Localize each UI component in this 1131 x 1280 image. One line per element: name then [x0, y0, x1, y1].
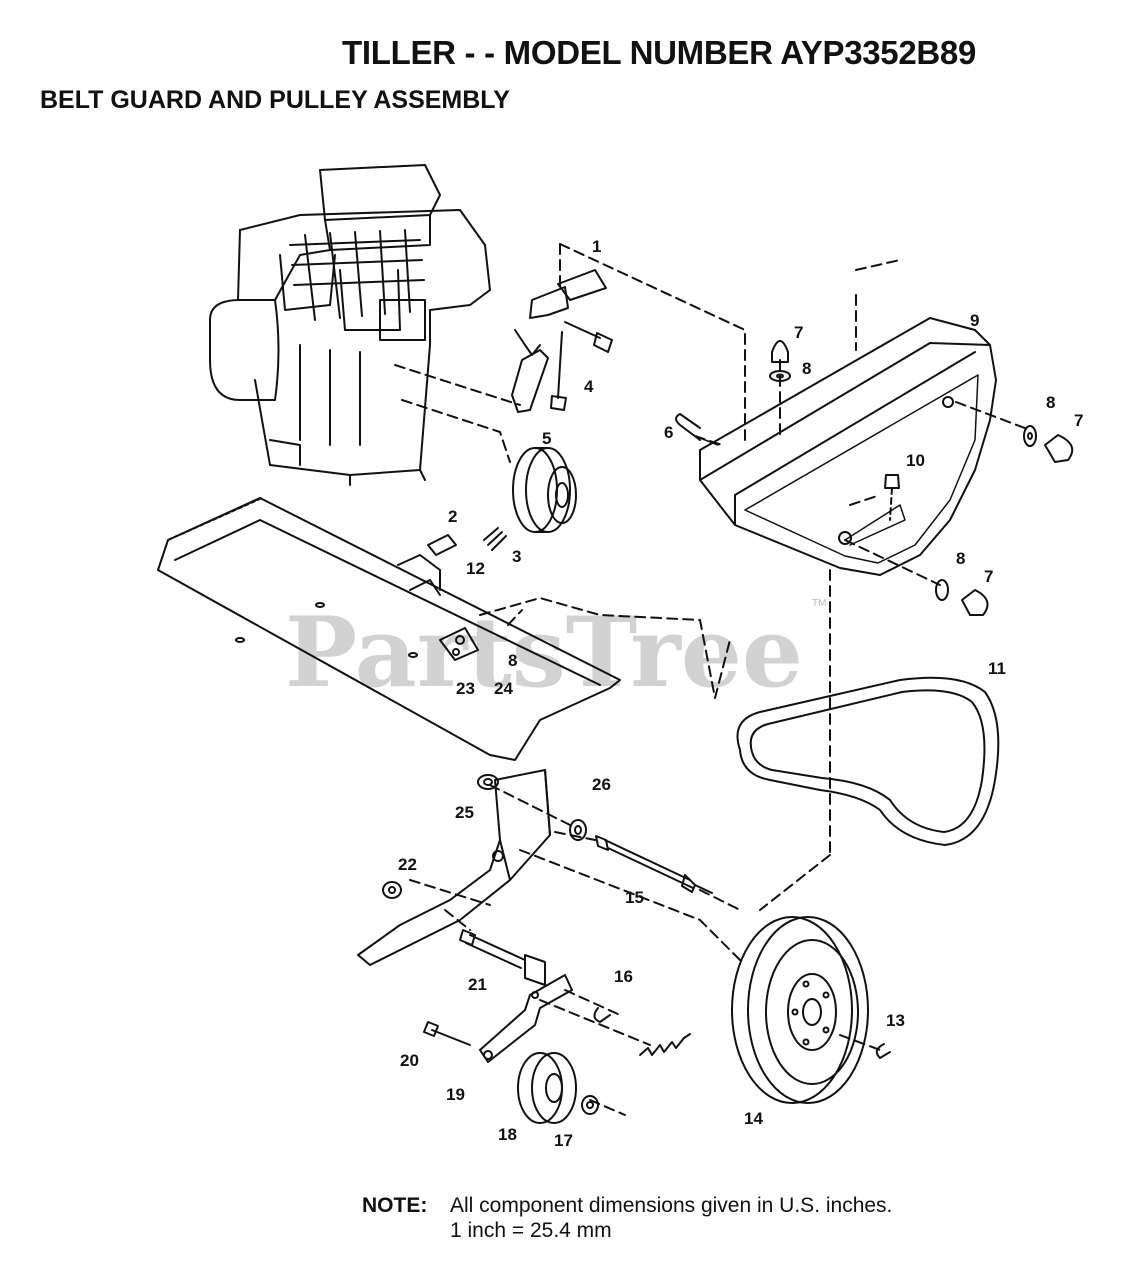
tine-shield: [157, 497, 621, 761]
callout-14: 14: [744, 1109, 763, 1128]
part-8-washer-lower: [935, 579, 949, 601]
dimensions-note: NOTE: All component dimensions given in U…: [362, 1194, 892, 1243]
part-2-key: [427, 534, 457, 556]
callout-25: 25: [455, 803, 474, 822]
callout-1: 1: [592, 237, 601, 256]
part-5-screw: [550, 331, 567, 411]
callout-6: 6: [664, 423, 673, 442]
part-8-washer-right: [1023, 425, 1037, 447]
part-13-clip: [875, 1043, 891, 1059]
part-23-24-fastener: [439, 627, 479, 661]
idler-spring: [639, 1033, 691, 1056]
watermark-trademark: TM: [812, 598, 826, 609]
diagram-subtitle: BELT GUARD AND PULLEY ASSEMBLY: [40, 86, 510, 114]
leader-lines-lower: [409, 597, 881, 1116]
part-1-bracket: [511, 269, 607, 413]
callout-labels: 1 2 3 4 5 6 7 8 9 8 7 10 8 7 11 12 8 23 …: [398, 237, 1083, 1150]
diagram-title: TILLER - - MODEL NUMBER AYP3352B89: [342, 34, 977, 71]
callout-7-lower: 7: [984, 567, 993, 586]
note-label: NOTE:: [362, 1194, 428, 1217]
callout-8-lower: 8: [956, 549, 965, 568]
callout-18: 18: [498, 1125, 517, 1144]
part-6-hairpin: [675, 413, 719, 446]
callout-11: 11: [988, 659, 1006, 678]
part-4-bolt: [564, 321, 613, 353]
note-line-2: 1 inch = 25.4 mm: [450, 1219, 612, 1242]
part-26-washer: [569, 819, 587, 841]
part-20-bolt: [423, 1021, 471, 1046]
callout-3: 3: [512, 547, 521, 566]
part-18-idler-pulley: [517, 1052, 577, 1124]
callout-9: 9: [970, 311, 979, 330]
part-21-idler-shaft: [459, 929, 546, 986]
callout-5: 5: [542, 429, 551, 448]
callout-13: 13: [886, 1011, 905, 1030]
callout-17: 17: [554, 1131, 573, 1150]
callout-16: 16: [614, 967, 633, 986]
leader-lines-upper: [394, 243, 1031, 911]
part-7-cap-nut-right: [1044, 434, 1074, 463]
callout-26: 26: [592, 775, 611, 794]
watermark: PartsTree: [285, 596, 803, 709]
callout-2: 2: [448, 507, 457, 526]
part-8-washer-upper: [769, 370, 791, 382]
callout-24: 24: [494, 679, 513, 698]
callout-7-right: 7: [1074, 411, 1083, 430]
callout-12: 12: [466, 559, 485, 578]
part-9-belt-guard: [699, 317, 997, 576]
callout-8-top: 8: [802, 359, 811, 378]
part-7-cap-nut-upper: [771, 340, 789, 363]
callout-22: 22: [398, 855, 417, 874]
part-3-pulley: [512, 447, 577, 533]
note-line-1: All component dimensions given in U.S. i…: [450, 1194, 893, 1217]
engine-illustration: [209, 164, 491, 486]
callout-8-right: 8: [1046, 393, 1055, 412]
part-14-large-pulley: [731, 916, 869, 1104]
callout-4: 4: [584, 377, 594, 396]
callout-8-plate: 8: [508, 651, 517, 670]
part-17-nut: [581, 1095, 599, 1115]
callout-19: 19: [446, 1085, 465, 1104]
part-12-set-screw: [483, 527, 507, 551]
part-7-cap-nut-lower: [961, 589, 989, 616]
part-16-clip: [593, 1007, 611, 1023]
tine-bracket: [357, 769, 551, 966]
callout-10: 10: [906, 451, 925, 470]
callout-23: 23: [456, 679, 475, 698]
part-22-nut: [382, 881, 402, 899]
part-25-nut: [477, 774, 499, 790]
callout-15: 15: [625, 888, 644, 907]
part-11-v-belt: [736, 676, 1000, 846]
callout-20: 20: [400, 1051, 419, 1070]
part-15-shaft: [595, 835, 713, 894]
part-19-idler-arm: [479, 974, 573, 1063]
part-10-bolt: [884, 474, 900, 521]
callout-7-top: 7: [794, 323, 803, 342]
callout-21: 21: [468, 975, 487, 994]
